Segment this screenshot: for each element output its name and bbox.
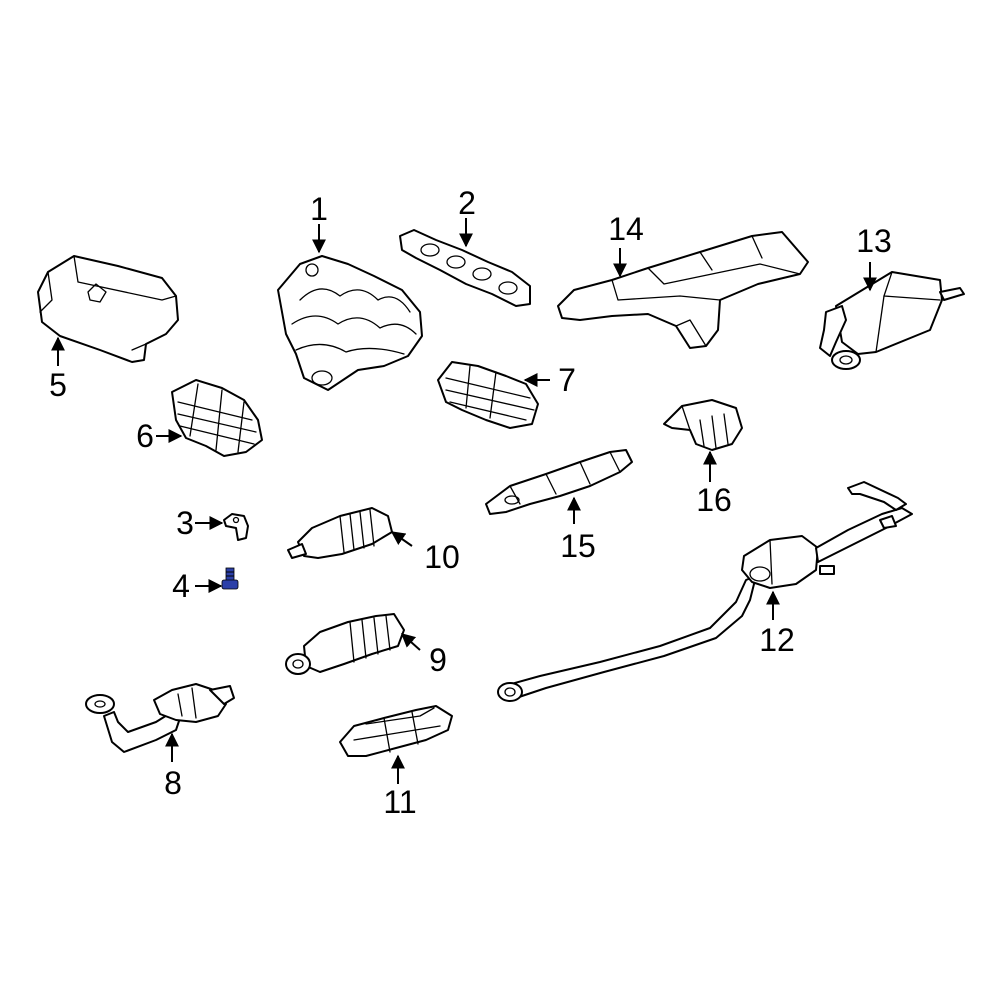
callout-8: 8 — [164, 765, 182, 801]
leader-9 — [400, 633, 421, 651]
callout-3: 3 — [176, 505, 194, 541]
part-15-heat-shield[interactable] — [485, 449, 633, 515]
part-8-front-pipe[interactable] — [85, 683, 235, 753]
leader-10 — [390, 531, 413, 547]
part-10-catalytic-converter[interactable] — [287, 507, 393, 559]
part-12-center-pipe-resonator[interactable] — [497, 481, 913, 702]
callout-15: 15 — [560, 528, 596, 564]
callout-11: 11 — [383, 784, 416, 820]
part-7-heat-shield[interactable] — [437, 361, 539, 429]
callout-5: 5 — [49, 367, 67, 403]
callout-1: 1 — [310, 191, 328, 227]
callout-14: 14 — [608, 211, 644, 247]
part-3-bracket[interactable] — [223, 513, 249, 541]
callout-2: 2 — [458, 185, 476, 221]
callout-7: 7 — [558, 362, 576, 398]
callout-4: 4 — [172, 568, 190, 604]
part-13-rear-muffler[interactable] — [819, 271, 965, 370]
part-4-bolt[interactable] — [221, 567, 239, 590]
part-9-catalytic-converter[interactable] — [285, 613, 405, 675]
leader-arrows — [51, 218, 877, 784]
part-14-underbody-heat-shield[interactable] — [557, 231, 809, 349]
part-11-catalytic-converter[interactable] — [339, 705, 453, 757]
part-1-exhaust-manifold[interactable] — [277, 255, 423, 391]
callout-10: 10 — [424, 539, 460, 575]
part-5-heat-shield[interactable] — [37, 255, 179, 363]
part-6-manifold-heat-shield[interactable] — [171, 379, 263, 457]
callout-16: 16 — [696, 482, 732, 518]
callout-13: 13 — [856, 223, 892, 259]
part-16-heat-shield[interactable] — [663, 399, 743, 451]
callout-9: 9 — [429, 642, 447, 678]
callout-12: 12 — [759, 622, 795, 658]
part-2-gasket[interactable] — [399, 229, 531, 307]
callout-6: 6 — [136, 418, 154, 454]
callout-labels: 1 2 3 4 5 6 7 8 9 10 11 12 13 14 15 16 — [49, 185, 892, 820]
